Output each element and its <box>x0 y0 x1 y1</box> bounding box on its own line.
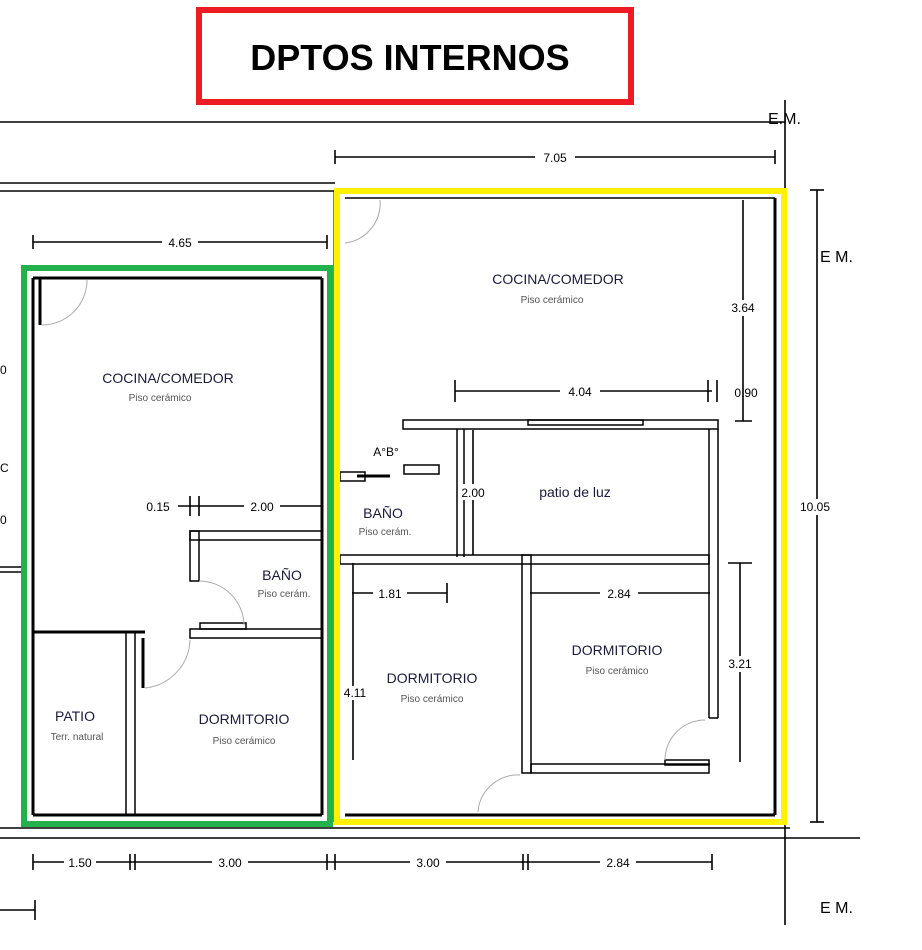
left-bedroom-label: DORMITORIO <box>199 711 290 727</box>
em-label-bottom: E M. <box>820 900 853 917</box>
walls <box>0 182 790 829</box>
fixture-label: A°B° <box>373 445 399 459</box>
dim-bed1-height: 4.11 <box>344 686 367 700</box>
dim-bed2-width: 2.84 <box>607 587 631 601</box>
left-bedroom-floor: Piso cerámico <box>213 736 276 747</box>
dim-right-bottom-1: 3.00 <box>416 856 440 870</box>
dim-patio-bottom: 1.50 <box>68 856 92 870</box>
right-bath-label: BAÑO <box>363 505 403 521</box>
right-bedroom1-floor: Piso cerámico <box>401 694 464 705</box>
dim-right-width: 7.05 <box>543 151 567 165</box>
dim-bed1-width: 1.81 <box>378 587 402 601</box>
left-kitchen-label: COCINA/COMEDOR <box>102 370 233 386</box>
dim-patio-height: 2.00 <box>461 486 485 500</box>
dim-kitchen-height: 3.64 <box>731 301 755 315</box>
plan-title: DPTOS INTERNOS <box>250 37 569 78</box>
right-unit-outline <box>334 188 787 825</box>
em-label-top: E.M. <box>768 111 801 128</box>
title-box <box>196 7 634 105</box>
left-bath-floor: Piso cerám. <box>258 589 311 600</box>
edge-fragment: 0 <box>0 513 7 527</box>
right-bedroom1-label: DORMITORIO <box>387 670 478 686</box>
dim-left-bath: 2.00 <box>250 500 274 514</box>
em-label-right: E M. <box>820 249 853 266</box>
right-bedroom2-floor: Piso cerámico <box>586 666 649 677</box>
dim-gap: 0.90 <box>734 386 758 400</box>
left-kitchen-floor: Piso cerámico <box>129 393 192 404</box>
edge-fragment: C <box>0 461 9 475</box>
patio-label: PATIO <box>55 708 95 724</box>
edge-fragment: 0 <box>0 363 7 377</box>
left-unit-outline <box>21 265 333 827</box>
door-swings <box>41 199 706 813</box>
right-kitchen-label: COCINA/COMEDOR <box>492 271 623 287</box>
dimension-labels: 7.05 4.65 10.05 3.64 4.04 0.90 2.00 1.81… <box>64 150 835 870</box>
light-patio-label: patio de luz <box>539 484 611 500</box>
dim-left-bed-bottom: 3.00 <box>218 856 242 870</box>
right-kitchen-floor: Piso cerámico <box>521 295 584 306</box>
dim-patio-width: 4.04 <box>568 385 592 399</box>
dim-right-bottom-2: 2.84 <box>606 856 630 870</box>
dim-right-depth: 10.05 <box>800 500 830 514</box>
right-bath-floor: Piso cerám. <box>359 527 412 538</box>
dim-wall: 0.15 <box>146 500 170 514</box>
patio-floor: Terr. natural <box>51 732 104 743</box>
dim-bed2-height: 3.21 <box>728 657 752 671</box>
left-bath-label: BAÑO <box>262 567 302 583</box>
right-bedroom2-label: DORMITORIO <box>572 642 663 658</box>
dim-left-width: 4.65 <box>168 236 192 250</box>
